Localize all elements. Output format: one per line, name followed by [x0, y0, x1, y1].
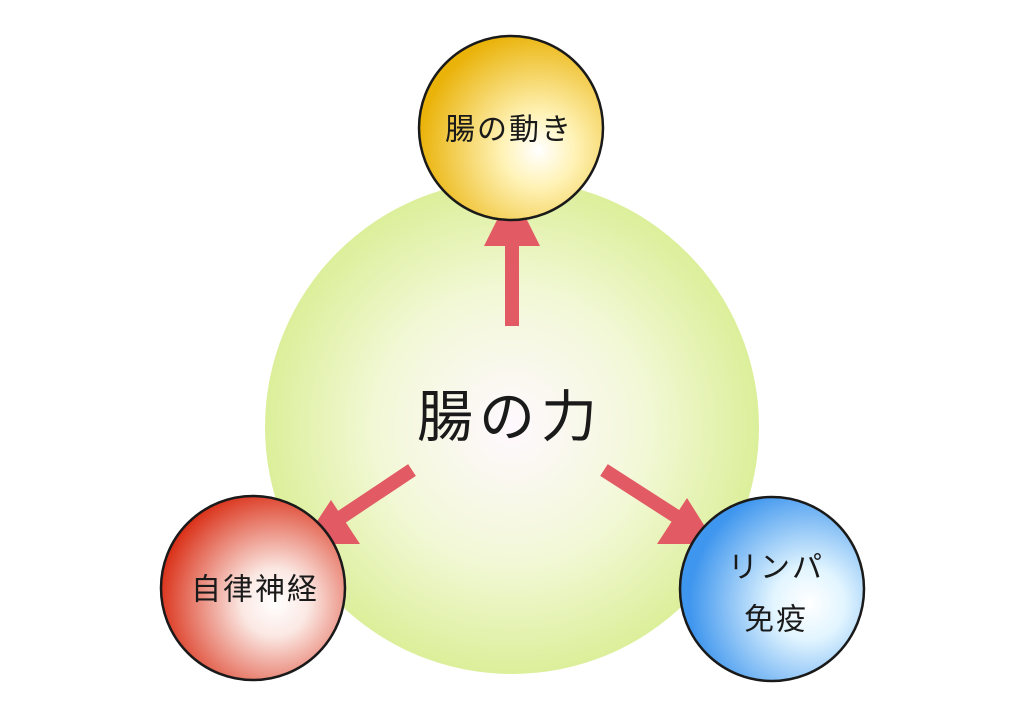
node-top: 腸の動き: [417, 34, 605, 222]
node-top-label: 腸の動き: [445, 113, 573, 148]
node-top-circle: [417, 34, 605, 222]
node-right-circle: [678, 495, 866, 683]
center-label: 腸の力: [417, 386, 603, 451]
node-left-label: 自律神経: [191, 573, 319, 608]
node-right-label-line2: 免疫: [744, 603, 808, 638]
node-right-label-line1: リンパ: [728, 551, 824, 586]
node-left: 自律神経: [159, 494, 347, 682]
node-left-circle: [159, 494, 347, 682]
node-right: リンパ 免疫: [678, 495, 866, 683]
center-circle: [265, 180, 759, 674]
